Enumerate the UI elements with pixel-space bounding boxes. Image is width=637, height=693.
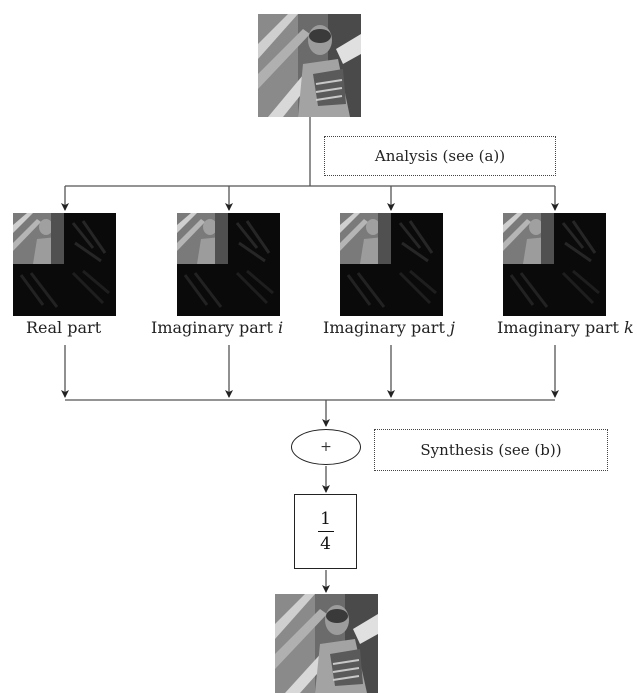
sum-node: + (291, 429, 361, 465)
label-imaginary-part-i: Imaginary part i (151, 318, 283, 337)
label-imaginary-i-text: Imaginary part (151, 318, 278, 337)
label-real-part: Real part (26, 318, 101, 337)
label-imaginary-i-unit: i (277, 318, 284, 337)
label-imaginary-j-unit: j (449, 318, 455, 337)
sum-symbol: + (320, 439, 332, 455)
coefficient-image-imaginary-i (177, 213, 280, 316)
fraction-bar (317, 530, 334, 533)
label-imaginary-part-k: Imaginary part k (497, 318, 634, 337)
label-imaginary-k-text: Imaginary part (497, 318, 624, 337)
coefficient-image-imaginary-k (503, 213, 606, 316)
coefficient-image-imaginary-j (340, 213, 443, 316)
coefficient-image-real (13, 213, 116, 316)
label-real-part-text: Real part (26, 318, 102, 337)
output-image (275, 594, 378, 693)
input-image (258, 14, 361, 117)
label-imaginary-part-j: Imaginary part j (323, 318, 455, 337)
label-imaginary-j-text: Imaginary part (323, 318, 450, 337)
analysis-label: Analysis (see (a)) (374, 147, 506, 165)
label-imaginary-k-unit: k (623, 318, 634, 337)
scale-denominator: 4 (320, 534, 331, 555)
synthesis-label: Synthesis (see (b)) (420, 441, 562, 459)
scale-numerator: 1 (320, 508, 331, 529)
synthesis-box: Synthesis (see (b)) (374, 429, 608, 471)
analysis-box: Analysis (see (a)) (324, 136, 556, 176)
scale-factor-box: 1 4 (294, 494, 357, 569)
